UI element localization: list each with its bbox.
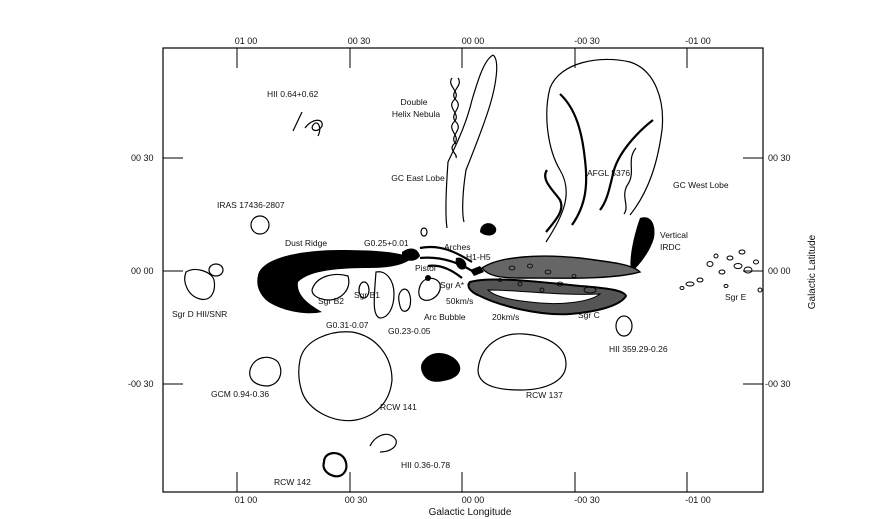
sgr-c-dots (497, 263, 597, 294)
iras-circle (250, 215, 270, 235)
arc-bubble-shape (418, 277, 441, 301)
rcw-141-shape (298, 331, 393, 422)
sgr-d-small-circle (208, 263, 224, 277)
label-rcw141: RCW 141 (380, 402, 417, 412)
x-axis-title: Galactic Longitude (429, 507, 512, 518)
x-ticks-top (236, 48, 688, 68)
afgl-curve-1 (559, 93, 588, 226)
label-double-helix-1: Double (401, 97, 428, 107)
sgr-c-inner-void (486, 289, 602, 305)
x-tick-top-5: -01 00 (685, 36, 711, 46)
y-tick-right-1: 00 30 (768, 153, 791, 163)
x-tick-top-1: 01 00 (235, 36, 258, 46)
arches-filament-2 (419, 256, 475, 273)
hii-064-shape (292, 111, 323, 137)
sgr-e-blobs (679, 249, 763, 293)
y-tick-left-2: 00 00 (131, 266, 154, 276)
vertical-irdc-shape (630, 217, 655, 272)
y-tick-left-1: 00 30 (131, 153, 154, 163)
double-helix-strand-2 (453, 77, 460, 145)
label-pistol: Pistol (415, 263, 436, 273)
x-tick-bottom-2: 00 30 (345, 495, 368, 505)
black-blob-east (480, 223, 497, 236)
sgr-d-shape (184, 268, 216, 301)
label-sgr-b2: Sgr B2 (318, 296, 344, 306)
label-rcw137: RCW 137 (526, 390, 563, 400)
label-dust-ridge: Dust Ridge (285, 238, 327, 248)
gcm-shape (249, 356, 282, 387)
x-tick-bottom-4: -00 30 (574, 495, 600, 505)
afgl-curve-2 (599, 119, 654, 211)
label-sgr-c: Sgr C (578, 310, 600, 320)
x-tick-top-4: -00 30 (574, 36, 600, 46)
label-sgr-d: Sgr D HII/SNR (172, 309, 227, 319)
arches-filament-1 (419, 245, 473, 263)
x-tick-top-3: 00 00 (462, 36, 485, 46)
gc-west-lobe-outer (545, 58, 664, 243)
plot-frame (162, 47, 764, 493)
label-gc-west-lobe: GC West Lobe (673, 180, 729, 190)
label-afgl: AFGL 5376 (587, 168, 630, 178)
label-irdc: IRDC (660, 242, 681, 252)
label-double-helix-2: Helix Nebula (392, 109, 440, 119)
y-ticks-right (743, 157, 763, 385)
sgr-a-marker (470, 266, 484, 276)
rcw-137-shape (477, 333, 567, 391)
label-gc-east-lobe: GC East Lobe (391, 173, 445, 183)
x-tick-bottom-3: 00 00 (462, 495, 485, 505)
y-tick-right-3: -00 30 (765, 379, 791, 389)
x-tick-top-2: 00 30 (348, 36, 371, 46)
label-20kms: 20km/s (492, 312, 519, 322)
label-iras: IRAS 17436-2807 (217, 200, 285, 210)
gc-east-lobe-shape (445, 54, 498, 229)
sgr-b-blob (358, 281, 370, 299)
label-hii-036: HII 0.36-0.78 (401, 460, 450, 470)
g025-circle (420, 227, 428, 237)
label-sgr-b1: Sgr B1 (354, 290, 380, 300)
label-arc-bubble: Arc Bubble (424, 312, 466, 322)
hii-036-shape (369, 433, 397, 453)
label-sgr-e: Sgr E (725, 292, 747, 302)
sgr-b2-shape (311, 273, 350, 301)
arches-filament-3 (427, 264, 463, 279)
y-axis-title: Galactic Latitude (807, 234, 818, 309)
label-g031: G0.31-0.07 (326, 320, 369, 330)
label-sgr-a: Sgr A* (440, 280, 465, 290)
label-50kms: 50km/s (446, 296, 473, 306)
x-ticks-bottom (236, 472, 688, 492)
label-g025: G0.25+0.01 (364, 238, 409, 248)
dust-ridge-shape (257, 250, 412, 314)
label-vertical: Vertical (660, 230, 688, 240)
label-g023: G0.23-0.05 (388, 326, 431, 336)
y-tick-right-2: 00 00 (768, 266, 791, 276)
label-gcm: GCM 0.94-0.36 (211, 389, 269, 399)
dust-ridge-tip (402, 248, 420, 261)
double-helix-strand-1 (450, 77, 457, 159)
h1h5-blob (455, 257, 467, 270)
label-arches: Arches (444, 242, 470, 252)
g023-shape (398, 288, 412, 312)
x-tick-bottom-5: -01 00 (685, 495, 711, 505)
pistol-dot (425, 275, 431, 281)
label-hii-064: HII 0.64+0.62 (267, 89, 319, 99)
x-tick-bottom-1: 01 00 (235, 495, 258, 505)
sgr-b1-shape (373, 271, 395, 319)
y-ticks-left (163, 157, 183, 385)
gc-west-wiggle (623, 147, 637, 215)
label-hii-359: HII 359.29-0.26 (609, 344, 668, 354)
black-blob-south (421, 353, 461, 382)
y-tick-left-3: -00 30 (128, 379, 154, 389)
rcw-142-shape (322, 452, 348, 478)
label-rcw142: RCW 142 (274, 477, 311, 487)
afgl-curve-3 (544, 169, 563, 233)
label-h1h5: H1-H5 (466, 252, 491, 262)
sgr-c-grey-band (480, 255, 642, 279)
hii-359-shape (615, 315, 633, 337)
